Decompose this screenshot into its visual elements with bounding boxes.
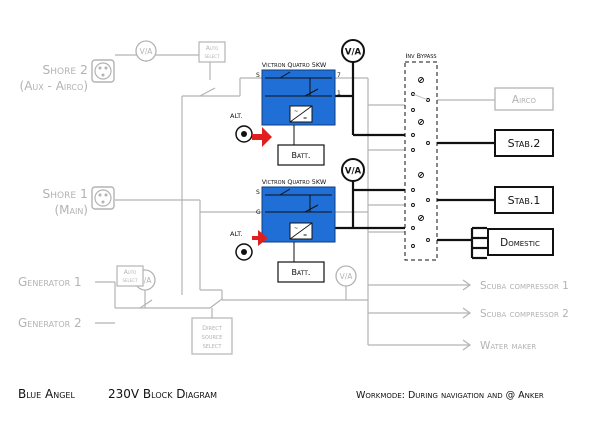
water-maker-label: Water maker xyxy=(480,340,536,352)
svg-text:ALT.: ALT. xyxy=(230,230,242,238)
svg-text:~: ~ xyxy=(294,109,298,115)
battery-top: Batt. xyxy=(277,125,325,166)
svg-text:=: = xyxy=(303,116,307,122)
boat-name: Blue Angel xyxy=(18,387,75,401)
inverter-bottom-title: Victron Quatro 5KW xyxy=(262,178,327,186)
svg-text:Stab.1: Stab.1 xyxy=(508,194,541,207)
svg-text:Auto: Auto xyxy=(206,45,219,52)
inverter-bypass-panel: Inv Bypass xyxy=(404,52,438,261)
stab2-output: Stab.2 xyxy=(494,129,554,157)
alternator-top: ALT. xyxy=(230,112,272,147)
output-arrowheads xyxy=(462,279,472,351)
generator2-label: Generator 2 xyxy=(18,316,82,330)
svg-text:V/A: V/A xyxy=(140,47,154,56)
svg-text:Batt.: Batt. xyxy=(292,151,311,160)
svg-text:Auto: Auto xyxy=(124,269,137,276)
domestic-output: Domestic xyxy=(487,228,554,256)
auto-select-generator: Auto select xyxy=(116,265,144,287)
svg-text:Direct: Direct xyxy=(202,324,223,332)
svg-text:Stab.2: Stab.2 xyxy=(508,137,541,150)
inverter-bottom: Victron Quatro 5KW ~ = S G xyxy=(256,178,336,243)
svg-text:select: select xyxy=(203,342,223,350)
svg-text:G: G xyxy=(256,209,261,216)
shore1-inlet xyxy=(91,186,115,210)
svg-text:=: = xyxy=(303,233,307,239)
svg-text:V/A: V/A xyxy=(139,276,153,285)
svg-text:Domestic: Domestic xyxy=(500,237,540,249)
scuba1-label: Scuba compressor 1 xyxy=(480,280,569,292)
stab1-output: Stab.1 xyxy=(494,186,554,214)
inverter-top: Victron Quatro 5KW ~ = S 7 1 xyxy=(256,61,341,126)
airco-output: Airco xyxy=(494,87,554,111)
inverter-top-title: Victron Quatro 5KW xyxy=(262,61,327,69)
svg-text:7: 7 xyxy=(337,72,341,79)
va-meter-bus: V/A xyxy=(335,265,357,287)
svg-text:source: source xyxy=(202,333,223,341)
shore2-label: Shore 2 xyxy=(42,62,88,77)
svg-text:1: 1 xyxy=(337,90,341,97)
shore2-sublabel: (Aux - Airco) xyxy=(20,79,88,93)
svg-text:~: ~ xyxy=(294,226,298,232)
battery-bottom: Batt. xyxy=(277,242,325,283)
scuba2-label: Scuba compressor 2 xyxy=(480,308,569,320)
svg-text:Airco: Airco xyxy=(512,94,537,106)
va-meter-shore2: V/A xyxy=(135,40,157,62)
alternator-bottom: ALT. xyxy=(230,230,268,261)
generator1-label: Generator 1 xyxy=(18,275,82,289)
svg-text:S: S xyxy=(256,72,260,79)
direct-source-select: Direct source select xyxy=(191,308,233,355)
auto-select-shore: Auto select xyxy=(198,41,226,63)
svg-text:Batt.: Batt. xyxy=(292,268,311,277)
shore1-sublabel: (Main) xyxy=(54,203,88,217)
svg-text:select: select xyxy=(122,277,138,284)
svg-text:S: S xyxy=(256,189,260,196)
shore2-inlet xyxy=(91,59,115,83)
va-meter-stab2: V/A xyxy=(341,39,365,63)
workmode-label: Workmode: During navigation and @ Anker xyxy=(356,390,544,401)
svg-text:V/A: V/A xyxy=(345,48,362,58)
diagram-title: 230V Block Diagram xyxy=(108,387,217,401)
shore1-label: Shore 1 xyxy=(42,186,88,201)
va-meter-stab1: V/A xyxy=(341,158,365,182)
svg-text:V/A: V/A xyxy=(340,272,354,281)
svg-text:V/A: V/A xyxy=(345,167,362,177)
bypass-title: Inv Bypass xyxy=(405,52,436,60)
svg-text:ALT.: ALT. xyxy=(230,112,242,120)
svg-text:select: select xyxy=(204,53,220,60)
